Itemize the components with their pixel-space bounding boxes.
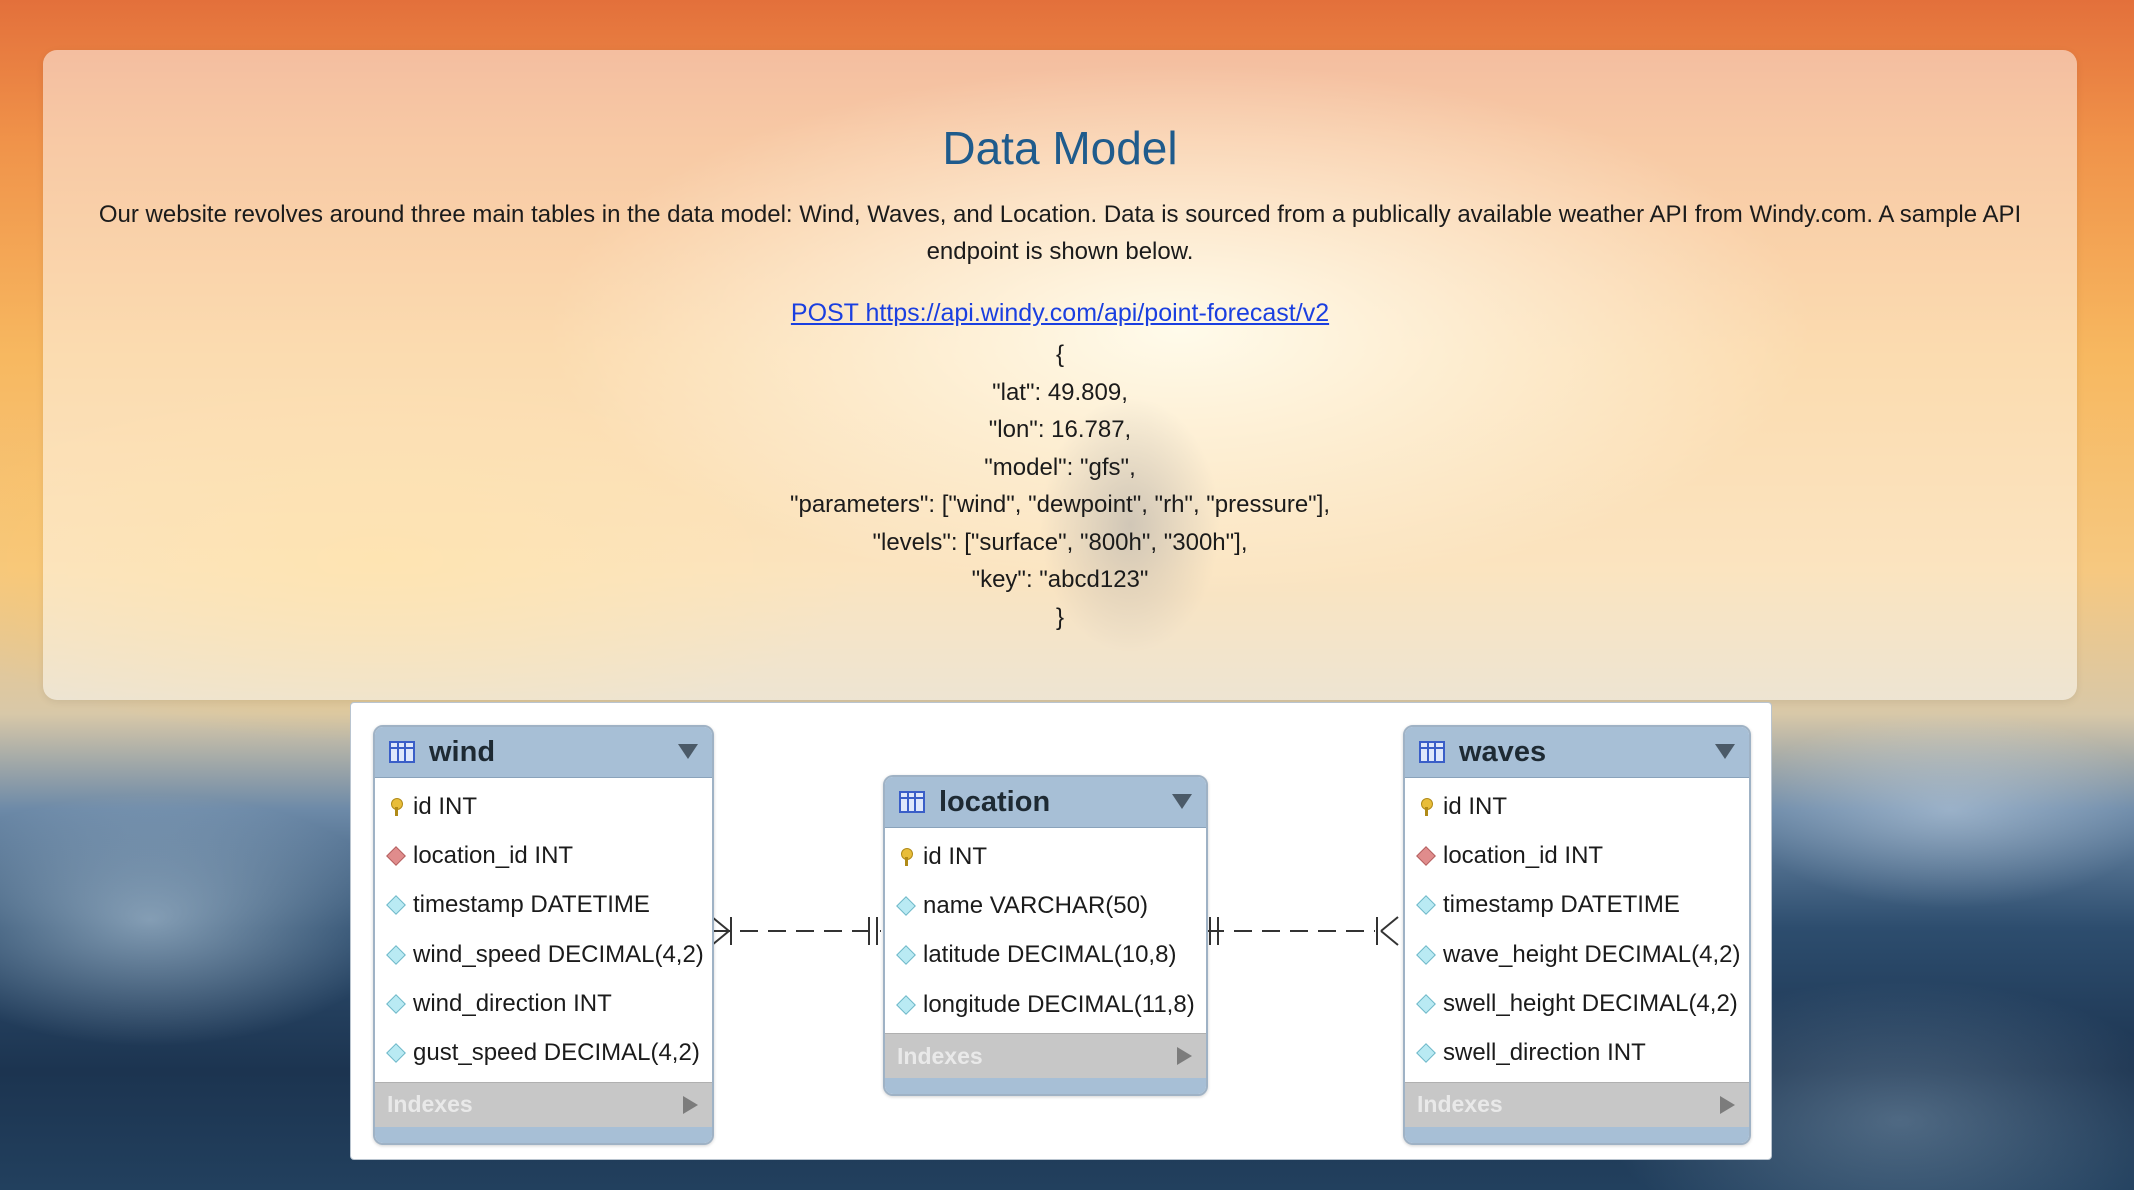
expand-arrow-icon[interactable] bbox=[1720, 1095, 1735, 1114]
column-row[interactable]: swell_height DECIMAL(4,2) bbox=[1405, 979, 1749, 1028]
entity-name: location bbox=[939, 785, 1051, 818]
json-line: "parameters": ["wind", "dewpoint", "rh",… bbox=[789, 491, 1331, 518]
column-row[interactable]: longitude DECIMAL(11,8) bbox=[885, 980, 1206, 1029]
indexes-section[interactable]: Indexes bbox=[885, 1033, 1206, 1079]
column-icon bbox=[386, 944, 406, 965]
crows-foot-icon bbox=[1380, 916, 1399, 932]
column-icon bbox=[386, 993, 406, 1014]
column-row[interactable]: id INT bbox=[885, 832, 1206, 881]
entity-name: wind bbox=[429, 735, 496, 768]
primary-key-icon bbox=[391, 797, 403, 816]
json-line: } bbox=[1055, 603, 1064, 631]
column-row[interactable]: timestamp DATETIME bbox=[375, 881, 712, 930]
json-line: "lat": 49.809, bbox=[992, 378, 1128, 406]
entity-footer bbox=[1405, 1126, 1749, 1143]
column-row[interactable]: wind_speed DECIMAL(4,2) bbox=[375, 930, 712, 979]
expand-arrow-icon[interactable] bbox=[683, 1095, 698, 1114]
column-icon bbox=[896, 896, 916, 916]
indexes-label: Indexes bbox=[1417, 1091, 1503, 1118]
expand-arrow-icon[interactable] bbox=[1177, 1047, 1192, 1066]
column-row[interactable]: gust_speed DECIMAL(4,2) bbox=[375, 1028, 712, 1077]
column-row[interactable]: name VARCHAR(50) bbox=[885, 881, 1206, 930]
json-line: "key": "abcd123" bbox=[971, 566, 1149, 593]
foreign-key-icon bbox=[1416, 846, 1436, 866]
foreign-key-icon bbox=[386, 846, 406, 866]
column-icon bbox=[1416, 944, 1436, 965]
column-icon bbox=[1416, 1043, 1436, 1064]
er-diagram: wind id INT location_id INT timestamp DA… bbox=[350, 702, 1772, 1160]
column-icon bbox=[896, 994, 916, 1015]
collapse-arrow-icon[interactable] bbox=[678, 744, 698, 759]
page-title: Data Model bbox=[942, 122, 1178, 174]
entity-header[interactable]: waves bbox=[1405, 727, 1749, 778]
column-row[interactable]: swell_direction INT bbox=[1405, 1028, 1749, 1077]
crows-foot-icon bbox=[711, 916, 730, 932]
table-icon bbox=[1419, 741, 1445, 763]
data-model-panel: Data Model Our website revolves around t… bbox=[43, 50, 2077, 700]
entity-header[interactable]: location bbox=[885, 777, 1206, 828]
column-row[interactable]: location_id INT bbox=[1405, 831, 1749, 880]
json-line: "lon": 16.787, bbox=[988, 416, 1132, 443]
entity-footer bbox=[375, 1126, 712, 1143]
table-icon bbox=[899, 791, 925, 813]
intro-paragraph: Our website revolves around three main t… bbox=[98, 201, 2022, 265]
indexes-label: Indexes bbox=[387, 1091, 473, 1118]
entity-wind[interactable]: wind id INT location_id INT timestamp DA… bbox=[373, 725, 714, 1145]
indexes-section[interactable]: Indexes bbox=[375, 1081, 712, 1127]
column-row[interactable]: location_id INT bbox=[375, 831, 712, 880]
entity-header[interactable]: wind bbox=[375, 727, 712, 778]
primary-key-icon bbox=[1421, 797, 1433, 816]
entity-location[interactable]: location id INT name VARCHAR(50) latitud… bbox=[883, 775, 1208, 1097]
column-icon bbox=[1416, 895, 1436, 916]
collapse-arrow-icon[interactable] bbox=[1715, 744, 1735, 759]
entity-footer bbox=[885, 1078, 1206, 1095]
relationship-lines bbox=[711, 916, 1399, 946]
collapse-arrow-icon[interactable] bbox=[1172, 794, 1192, 809]
column-row[interactable]: latitude DECIMAL(10,8) bbox=[885, 931, 1206, 980]
column-row[interactable]: wind_direction INT bbox=[375, 979, 712, 1028]
entity-name: waves bbox=[1459, 735, 1547, 768]
column-icon bbox=[386, 895, 406, 916]
json-line: "model": "gfs", bbox=[984, 453, 1136, 481]
table-icon bbox=[389, 741, 415, 763]
api-endpoint-link[interactable]: POST https://api.windy.com/api/point-for… bbox=[790, 299, 1330, 327]
indexes-label: Indexes bbox=[897, 1042, 983, 1069]
indexes-section[interactable]: Indexes bbox=[1405, 1081, 1749, 1127]
column-icon bbox=[1416, 993, 1436, 1014]
json-line: { bbox=[1055, 341, 1064, 368]
column-row[interactable]: id INT bbox=[375, 782, 712, 831]
sample-request-body: { "lat": 49.809, "lon": 16.787, "model":… bbox=[43, 336, 2077, 636]
primary-key-icon bbox=[901, 847, 913, 866]
column-row[interactable]: timestamp DATETIME bbox=[1405, 881, 1749, 930]
column-row[interactable]: wave_height DECIMAL(4,2) bbox=[1405, 930, 1749, 979]
column-icon bbox=[386, 1043, 406, 1064]
column-row[interactable]: id INT bbox=[1405, 782, 1749, 831]
entity-waves[interactable]: waves id INT location_id INT timestamp D… bbox=[1403, 725, 1751, 1145]
json-line: "levels": ["surface", "800h", "300h"], bbox=[872, 528, 1248, 556]
column-icon bbox=[896, 945, 916, 966]
